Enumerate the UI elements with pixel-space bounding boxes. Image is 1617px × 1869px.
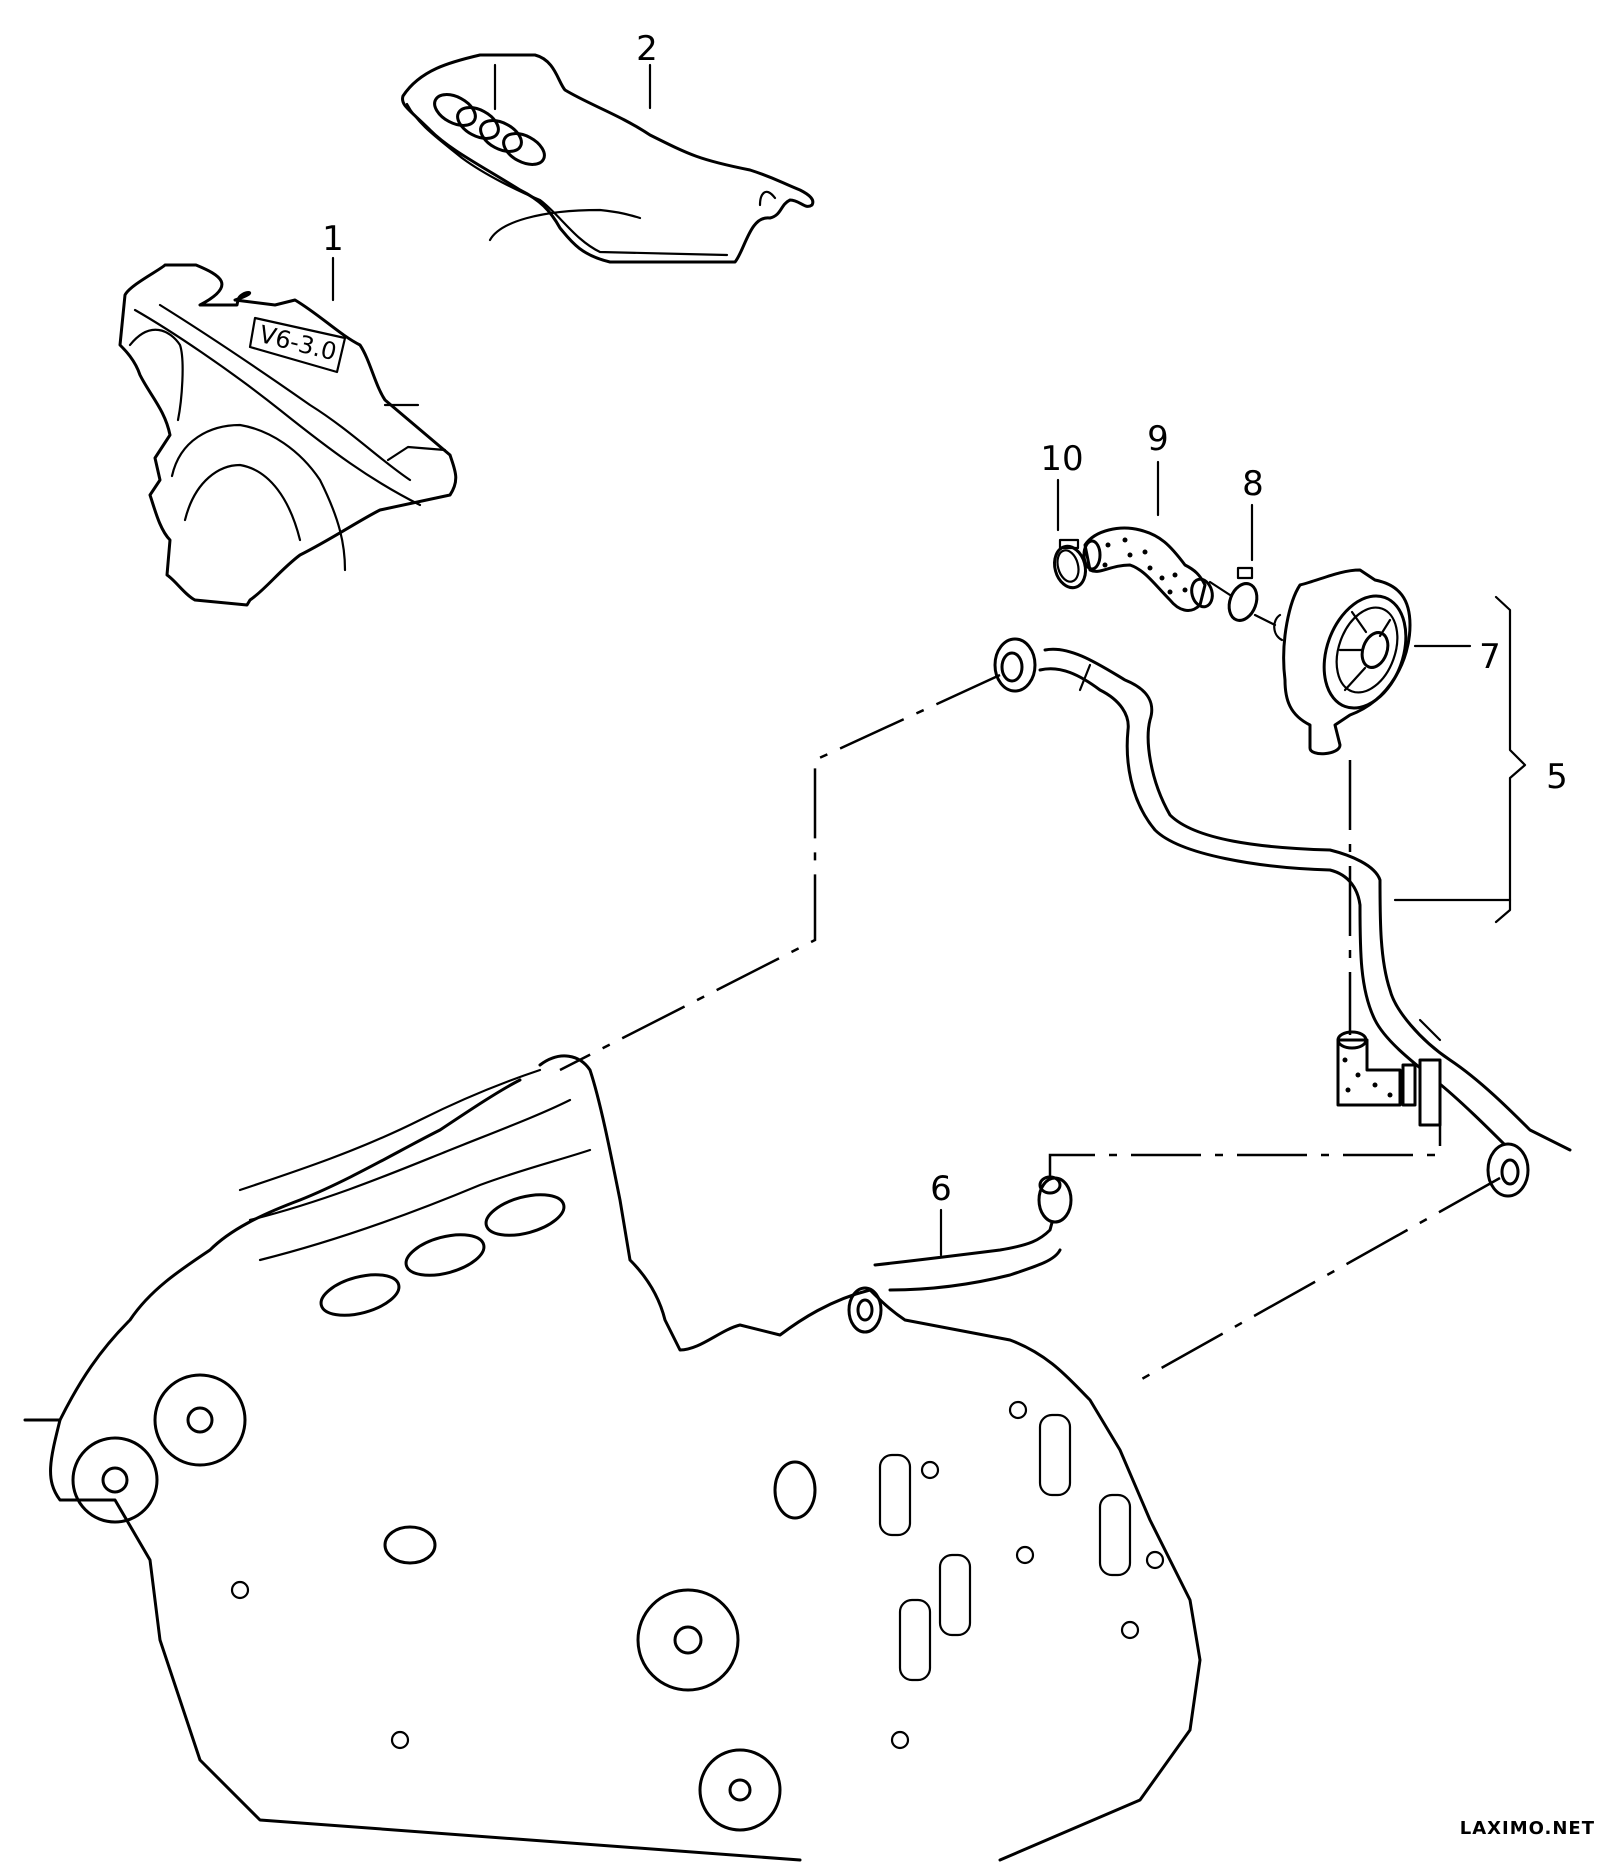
engine-block <box>23 1054 1202 1862</box>
callout-7[interactable]: 6 <box>930 1169 952 1209</box>
callout-8[interactable]: 9 <box>1147 419 1169 459</box>
part-6-oil-separator[interactable] <box>1273 568 1420 756</box>
assembly-lines <box>559 673 1501 1382</box>
spark-plug-towers <box>878 1413 1132 1682</box>
breather-hose-assembly[interactable] <box>993 637 1572 1198</box>
rings-logo-icon <box>433 93 546 166</box>
sprocket-2 <box>153 1373 247 1467</box>
tee-fitting <box>1336 1030 1442 1127</box>
sprocket-4 <box>698 1748 782 1832</box>
callout-5[interactable]: 5 <box>1546 757 1568 797</box>
part-9-hose-clamp[interactable] <box>1208 566 1277 627</box>
part-8-hose[interactable] <box>1082 526 1215 612</box>
part-1-engine-cover-v6[interactable]: V6-3.0 <box>118 263 458 607</box>
part-2-engine-cover-logo[interactable] <box>400 53 815 264</box>
sprocket-1 <box>71 1436 159 1524</box>
part-7-hose[interactable] <box>847 1175 1073 1334</box>
callout-1[interactable]: 1 <box>322 219 344 259</box>
sprocket-3 <box>636 1588 740 1692</box>
callout-10[interactable]: 10 <box>1040 439 1083 479</box>
callout-9[interactable]: 8 <box>1242 464 1264 504</box>
callout-2[interactable]: 2 <box>636 29 658 69</box>
callout-6[interactable]: 7 <box>1479 637 1501 677</box>
part-5-bracket <box>1393 595 1527 924</box>
watermark: LAXIMO.NET <box>1459 1818 1595 1839</box>
